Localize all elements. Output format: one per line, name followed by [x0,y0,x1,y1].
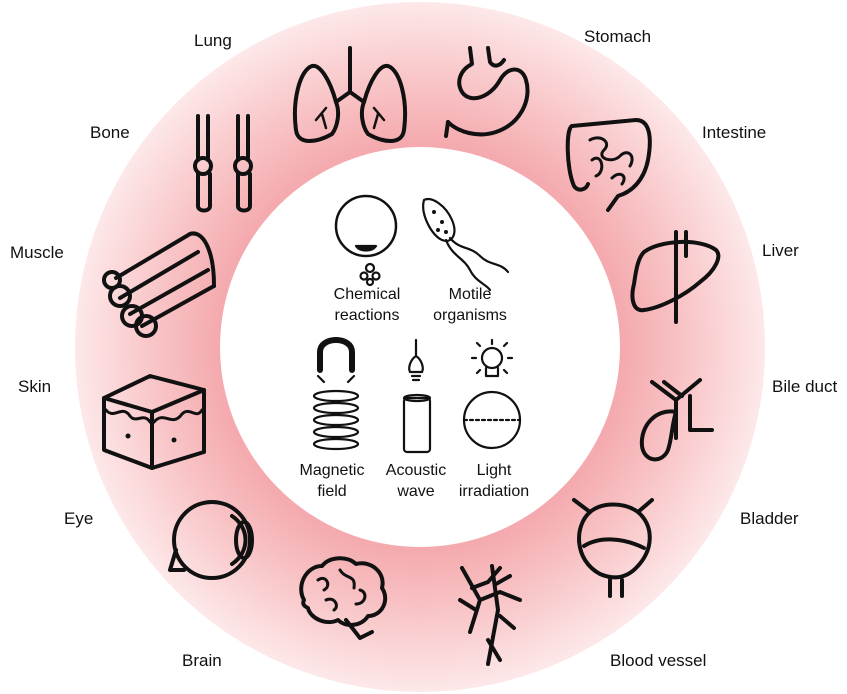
organ-label-bladder: Bladder [740,509,799,528]
acoustic-label-line2: wave [396,483,434,500]
light-label-line2: irradiation [459,483,529,500]
magnetic-label-line1: Magnetic [300,462,365,479]
acoustic-label-line1: Acoustic [386,462,446,479]
organ-label-skin: Skin [18,377,51,396]
chemical-label-line2: reactions [335,307,400,324]
organ-label-liver: Liver [762,241,799,260]
organ-label-lung: Lung [194,31,232,50]
organ-label-intestine: Intestine [702,123,766,142]
motile-label-line2: organisms [433,307,507,324]
organ-label-brain: Brain [182,651,222,670]
organ-label-eye: Eye [64,509,93,528]
motile-label-line1: Motile [449,286,492,303]
organ-label-stomach: Stomach [584,27,651,46]
light-label-line1: Light [477,462,512,479]
organ-label-blood-vessel: Blood vessel [610,651,706,670]
organ-label-muscle: Muscle [10,243,64,262]
magnetic-label-line2: field [317,483,346,500]
organ-label-bone: Bone [90,123,130,142]
organ-label-bile-duct: Bile duct [772,377,837,396]
chemical-label-line1: Chemical [334,286,401,303]
